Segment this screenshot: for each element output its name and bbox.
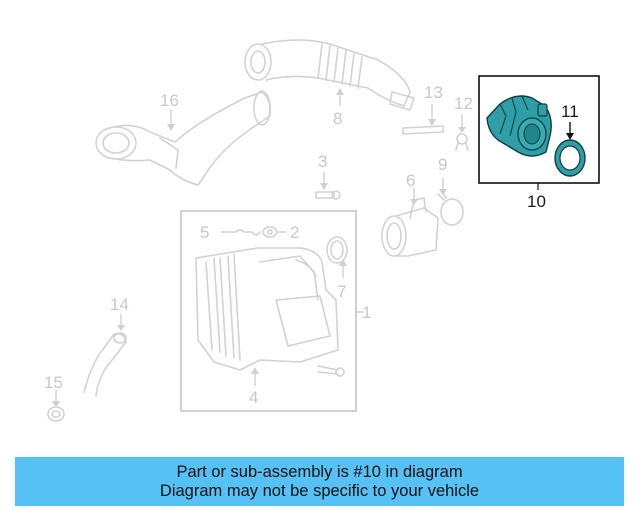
- part-5-clip[interactable]: [221, 229, 261, 236]
- banner-line-1: Part or sub-assembly is #10 in diagram: [176, 462, 463, 481]
- part-13-bracket[interactable]: [402, 125, 444, 135]
- part-2-grommet[interactable]: [262, 226, 278, 238]
- callout-10: 10: [527, 192, 546, 211]
- callout-12: 12: [454, 94, 473, 113]
- housing-bolt[interactable]: [317, 365, 345, 377]
- callout-11: 11: [561, 102, 579, 121]
- banner-line-2: Diagram may not be specific to your vehi…: [159, 481, 480, 500]
- callout-14: 14: [110, 295, 129, 314]
- callout-15: 15: [44, 373, 63, 392]
- info-banner: Part or sub-assembly is #10 in diagram D…: [15, 457, 624, 506]
- callout-3: 3: [318, 152, 327, 171]
- part-1-assembly-box: [180, 210, 357, 412]
- callout-7: 7: [337, 282, 346, 301]
- part-11-gasket-ring[interactable]: [554, 139, 586, 177]
- callout-6: 6: [406, 171, 415, 190]
- callout-1: 1: [362, 303, 371, 322]
- part-16-intake-duct[interactable]: [95, 90, 272, 186]
- air-cleaner-housing[interactable]: [195, 247, 339, 371]
- callout-9: 9: [438, 155, 447, 174]
- part-6-air-flow-sensor[interactable]: [381, 197, 439, 257]
- callout-2: 2: [290, 223, 299, 242]
- callout-13: 13: [424, 83, 443, 102]
- part-9-clamp[interactable]: [437, 191, 464, 226]
- callout-8: 8: [333, 109, 342, 128]
- part-12-bolt[interactable]: [455, 133, 469, 151]
- part-10-highlight-box: [478, 75, 600, 184]
- part-10-throttle-housing[interactable]: [486, 95, 552, 157]
- callout-4: 4: [249, 388, 258, 407]
- part-7-seal[interactable]: [326, 236, 348, 264]
- part-3-bolt[interactable]: [315, 190, 341, 200]
- part-14-breather-hose[interactable]: [83, 332, 127, 397]
- callout-16: 16: [160, 91, 179, 110]
- part-8-intake-hose[interactable]: [244, 39, 415, 111]
- callout-5: 5: [200, 223, 209, 242]
- parts-diagram: 16 8 13 12 11 10: [44, 39, 600, 422]
- part-15-clamp[interactable]: [47, 406, 65, 422]
